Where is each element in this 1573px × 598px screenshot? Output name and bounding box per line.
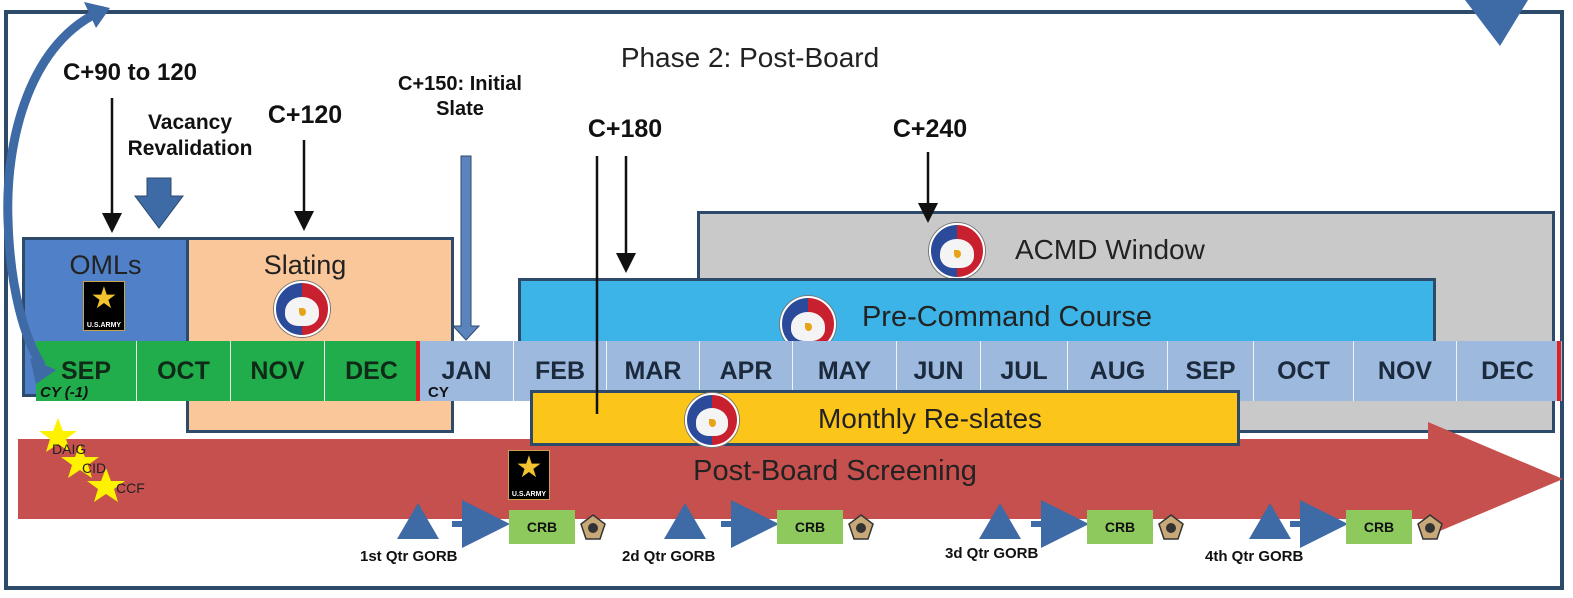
month-dec: DEC [1456, 341, 1558, 401]
pentagon-seal-icon [580, 514, 606, 540]
stars-icon [39, 418, 125, 502]
eagle-seal-icon [274, 281, 330, 337]
crb-box-4: CRB [1346, 510, 1412, 544]
month-sep: SEP [60, 356, 112, 385]
month-aug: AUG [1067, 341, 1167, 401]
acmd-window-label: ACMD Window [1015, 234, 1205, 265]
pentagon-seal-icon [848, 514, 874, 540]
monthly-reslates-label: Monthly Re-slates [817, 403, 1043, 434]
pentagon-seal-icon [1158, 514, 1184, 540]
us-army-logo: ★ U.S.ARMY [83, 281, 125, 331]
eagle-seal-icon [929, 223, 985, 279]
month-mar: MAR [606, 341, 699, 401]
cy-current-label: CY [428, 384, 449, 401]
months-current-bar: JAN FEB MAR APR MAY JUN JUL AUG SEP OCT … [420, 341, 1562, 401]
phase-title: Phase 2: Post-Board [620, 42, 880, 73]
diagram-frame [4, 10, 1564, 590]
gorb-triangle-3 [979, 503, 1021, 539]
month-nov: NOV [1353, 341, 1456, 401]
year-end-divider [1557, 341, 1561, 401]
gorb-triangle-1 [397, 503, 439, 539]
gorb-label-4: 4th Qtr GORB [1205, 548, 1304, 565]
slating-label: Slating [263, 250, 347, 280]
gorb-label-1: 1st Qtr GORB [360, 548, 458, 565]
month-oct: OCT [1253, 341, 1353, 401]
milestone-c240: C+240 [892, 115, 968, 143]
monthly-reslates-box: Monthly Re-slates [530, 390, 1240, 446]
month-feb: FEB [513, 341, 606, 401]
gorb-label-2: 2d Qtr GORB [622, 548, 716, 565]
crb-box-1: CRB [509, 510, 575, 544]
pentagon-seal-icon [1417, 514, 1443, 540]
month-dec: DEC [324, 341, 418, 401]
month-jun: JUN [896, 341, 980, 401]
vacancy-down-arrow-icon [134, 177, 184, 229]
corner-arrow-right-icon [1465, 0, 1528, 46]
cy-prior-label: CY (-1) [40, 384, 89, 401]
eagle-seal-icon [685, 393, 739, 447]
gorb-triangle-4 [1249, 503, 1291, 539]
month-jan: JAN [441, 356, 492, 385]
milestone-c90-to-120: C+90 to 120 [62, 59, 198, 86]
us-army-logo: ★ U.S.ARMY [508, 450, 550, 500]
month-nov: NOV [230, 341, 324, 401]
milestone-c120: C+120 [267, 101, 343, 129]
months-prior-bar: SEP OCT NOV DEC [36, 341, 418, 401]
month-apr: APR [699, 341, 792, 401]
milestone-c180: C+180 [587, 115, 663, 143]
milestone-vacancy-revalidation: Vacancy Revalidation [127, 111, 253, 161]
post-board-screening-arrow [18, 422, 1563, 536]
month-may: MAY [792, 341, 896, 401]
gorb-triangle-2 [664, 503, 706, 539]
year-divider [416, 341, 420, 401]
pre-command-course-label: Pre-Command Course [861, 301, 1153, 333]
month-oct: OCT [136, 341, 230, 401]
curved-arrow-left-icon [3, 5, 106, 369]
gorb-label-3: 3d Qtr GORB [945, 545, 1039, 562]
milestone-c150-initial-slate: C+150: Initial Slate [398, 73, 522, 120]
post-board-screening-label: Post-Board Screening [693, 455, 977, 487]
crb-box-3: CRB [1087, 510, 1153, 544]
month-jul: JUL [980, 341, 1067, 401]
check-ccf: CCF [116, 480, 145, 496]
check-cid: CID [82, 460, 107, 476]
check-daig: DAIG [52, 441, 87, 457]
crb-box-2: CRB [777, 510, 843, 544]
initial-slate-arrow-icon [451, 155, 481, 341]
omls-label: OMLs [69, 250, 142, 280]
month-sep: SEP [1167, 341, 1253, 401]
